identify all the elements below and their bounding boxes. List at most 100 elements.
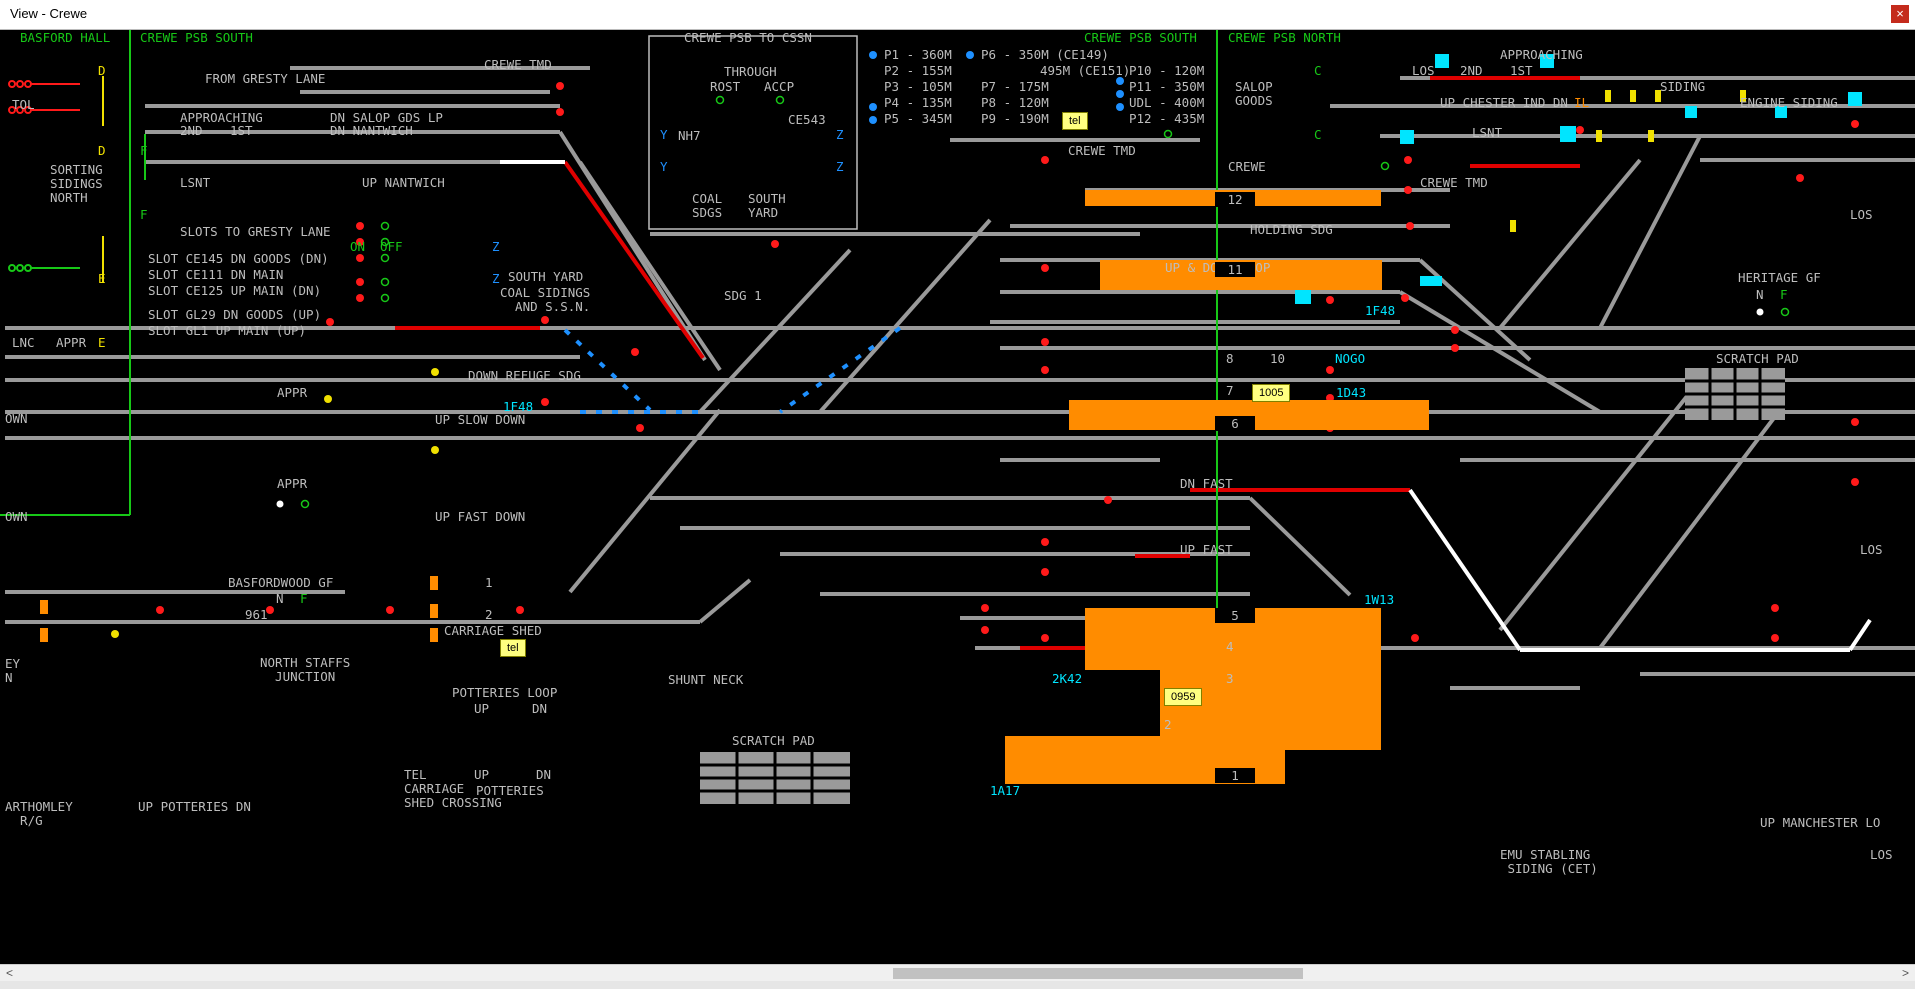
signalling-panel[interactable]: BASFORD HALL CREWE PSB SOUTH CREWE PSB T… [0, 30, 1915, 964]
label-psb-north: CREWE PSB NORTH [1228, 30, 1341, 45]
label-up-nantwich: UP NANTWICH [362, 175, 445, 190]
platform-12[interactable]: 12 [1215, 192, 1255, 207]
platform-5[interactable]: 5 [1215, 608, 1255, 623]
label-dn-nantwich: DN NANTWICH [330, 123, 413, 138]
label-961: 961 [245, 607, 268, 622]
label-2nd-right: 2ND [1460, 63, 1483, 78]
platform-10[interactable]: 10 [1270, 351, 1286, 366]
label-scratch-pad: SCRATCH PAD [732, 733, 815, 748]
label-up-fast: UP FAST [1180, 542, 1233, 557]
horizontal-scrollbar[interactable]: < > [0, 964, 1915, 982]
route-letter-f-top: F [140, 143, 148, 158]
tag-0959[interactable]: 0959 [1164, 688, 1203, 706]
label-slot-1[interactable]: SLOT CE145 DN GOODS (DN) [148, 251, 329, 266]
tel-tag-tmd[interactable]: tel [1062, 112, 1088, 130]
label-psb-to-cssn: CREWE PSB TO CSSN [684, 30, 812, 45]
platform-info-p9: P9 - 190M [981, 111, 1049, 126]
platform-11[interactable]: 11 [1215, 262, 1255, 277]
label-up-slow-down: UP SLOW DOWN [435, 412, 526, 427]
label-own-2: OWN [5, 509, 28, 524]
label-up-chester: UP CHESTER IND DN [1440, 95, 1568, 110]
label-2nd-left: 2ND [180, 123, 203, 138]
platform-7[interactable]: 7 [1226, 383, 1234, 398]
platform-3[interactable]: 3 [1226, 671, 1234, 686]
label-dn-pl: DN [532, 701, 548, 716]
route-letter-e-bottom: E [98, 335, 106, 350]
label-emu-stabling: EMU STABLING SIDING (CET) [1500, 847, 1598, 876]
label-f-basford: F [300, 591, 308, 606]
label-south-yard: SOUTH YARD [508, 269, 584, 284]
label-dn-fast: DN FAST [1180, 476, 1233, 491]
label-slot-2[interactable]: SLOT CE111 DN MAIN [148, 267, 284, 282]
platform-info-p12: P12 - 435M [1129, 111, 1205, 126]
close-button[interactable]: × [1891, 5, 1909, 23]
label-arthomley: ARTHOMLEY R/G [5, 799, 73, 828]
title-bar: View - Crewe × [0, 0, 1915, 30]
scroll-right-button[interactable]: > [1901, 966, 1909, 980]
tel-tag-carriage[interactable]: tel [500, 639, 526, 657]
route-letter-y-1: Y [660, 127, 668, 142]
track-diagram [0, 30, 1915, 804]
platform-info-p1: P1 - 360M [884, 47, 952, 62]
scroll-left-button[interactable]: < [6, 966, 14, 980]
label-up-potteries-dn: UP POTTERIES DN [138, 799, 251, 814]
route-letter-z-2: Z [492, 271, 500, 286]
label-los-3: LOS [1860, 542, 1883, 557]
label-1st-left: 1ST [230, 123, 253, 138]
label-coal-sdgs: COAL SDGS [692, 191, 723, 220]
berth-1f48-right[interactable]: 1F48 [1365, 303, 1396, 318]
label-n-heritage: N [1756, 287, 1764, 302]
platform-info-p10: P10 - 120M [1129, 63, 1205, 78]
platform-2[interactable]: 2 [1164, 717, 1172, 732]
route-letter-f-bottom: F [140, 207, 148, 222]
label-slot-4[interactable]: SLOT GL29 DN GOODS (UP) [148, 307, 322, 322]
label-slot-5[interactable]: SLOT GL1 UP MAIN (UP) [148, 323, 307, 338]
platform-8[interactable]: 8 [1226, 351, 1234, 366]
label-ce543: CE543 [788, 112, 826, 127]
berth-1w13[interactable]: 1W13 [1364, 592, 1395, 607]
platform-info-p7: P7 - 175M [981, 79, 1049, 94]
label-n-basford: N [276, 591, 284, 606]
route-letter-c-top: C [1314, 63, 1322, 78]
label-siding: SIDING [1660, 79, 1706, 94]
platform-1[interactable]: 1 [1215, 768, 1255, 783]
platform-info-p8: P8 - 120M [981, 95, 1049, 110]
label-basford-hall: BASFORD HALL [20, 30, 111, 45]
label-from-gresty: FROM GRESTY LANE [205, 71, 326, 86]
berth-1d43[interactable]: 1D43 [1336, 385, 1367, 400]
label-down-refuge: DOWN REFUGE SDG [468, 368, 581, 383]
scroll-thumb[interactable] [893, 968, 1303, 979]
label-holding-sdg: HOLDING SDG [1250, 222, 1333, 237]
label-sorting: SORTING SIDINGS NORTH [50, 162, 103, 205]
label-up-pl: UP [474, 701, 490, 716]
label-tel-carriage: TEL CARRIAGE SHED CROSSING [404, 767, 502, 810]
berth-1f48-left[interactable]: 1F48 [503, 399, 534, 414]
label-los-north: LOS [1412, 63, 1435, 78]
label-coal-sidings: COAL SIDINGS AND S.S.N. [500, 285, 591, 314]
label-los-2: LOS [1850, 207, 1873, 222]
label-appr-1: APPR [277, 385, 308, 400]
label-engine-siding: ENGINE SIDING [1740, 95, 1838, 110]
platform-info-p4: P4 - 135M [884, 95, 952, 110]
label-south-yard-2: SOUTH YARD [748, 191, 786, 220]
label-own-1: OWN [5, 411, 28, 426]
label-tmd-2: CREWE TMD [1068, 143, 1136, 158]
berth-nogo[interactable]: NOGO [1335, 351, 1366, 366]
label-on: ON [350, 239, 366, 254]
route-letter-d-bottom: D [98, 143, 106, 158]
label-slot-3[interactable]: SLOT CE125 UP MAIN (DN) [148, 283, 322, 298]
platform-6[interactable]: 6 [1215, 416, 1255, 431]
tag-1005[interactable]: 1005 [1252, 384, 1291, 402]
label-siding-1: 1 [485, 575, 493, 590]
label-heritage: HERITAGE GF [1738, 270, 1821, 285]
label-carriage-shed: CARRIAGE SHED [444, 623, 542, 638]
label-tmd-north: CREWE TMD [1420, 175, 1488, 190]
platform-4[interactable]: 4 [1226, 639, 1234, 654]
label-ey: EY N [5, 656, 21, 685]
label-off: OFF [380, 239, 403, 254]
berth-1a17[interactable]: 1A17 [990, 783, 1021, 798]
label-north-staffs: NORTH STAFFS JUNCTION [260, 655, 351, 684]
label-siding-2: 2 [485, 607, 493, 622]
label-dn-salop: DN SALOP GDS LP [330, 110, 443, 125]
berth-2k42[interactable]: 2K42 [1052, 671, 1083, 686]
